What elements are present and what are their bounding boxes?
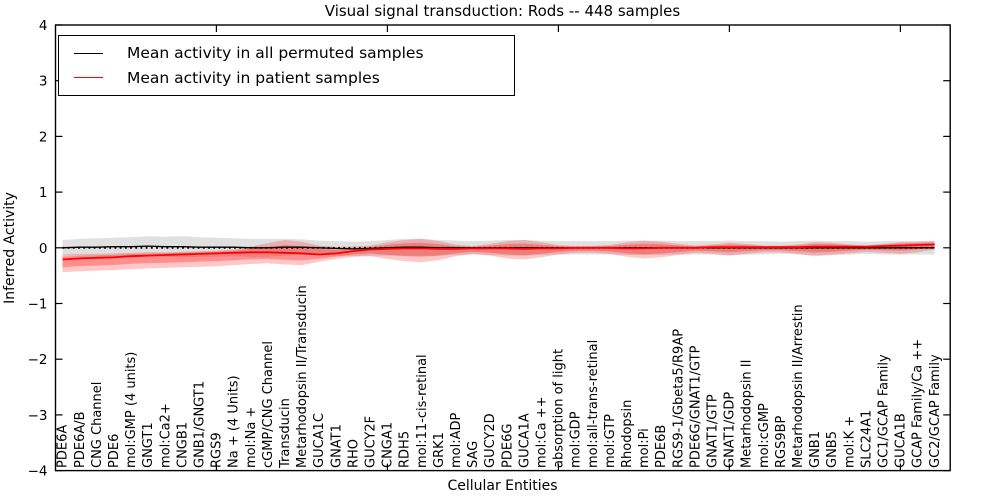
entity-label: mol:Pi — [637, 428, 652, 468]
entity-label: GRK1 — [432, 432, 447, 468]
entity-label: RGS9-1/Gbeta5/R9AP — [671, 329, 686, 468]
entity-label: RDH5 — [398, 431, 413, 468]
entity-label: GNB5 — [825, 431, 840, 468]
legend-label-patient: Mean activity in patient samples — [127, 68, 380, 87]
patient-band-inner — [62, 242, 935, 268]
x-axis-label: Cellular Entities — [447, 478, 558, 494]
legend: Mean activity in all permuted samples Me… — [58, 35, 515, 96]
legend-line-patient-swatch — [74, 77, 103, 79]
entity-label: mol:all-trans-retinal — [586, 340, 601, 468]
y-tick-label: −4 — [28, 464, 48, 480]
entity-label: GC1/GCAP Family — [877, 354, 892, 468]
entity-label: mol:cGMP — [757, 403, 772, 468]
entity-label: mol:GDP — [569, 411, 584, 468]
entity-label: mol:ADP — [449, 412, 464, 468]
y-tick-label: −1 — [28, 297, 48, 313]
entity-label: RGS9 — [210, 432, 225, 468]
y-tick-label: −2 — [28, 352, 48, 368]
entity-label: cGMP/CNG Channel — [261, 341, 276, 468]
entity-label: GNB1 — [808, 431, 823, 468]
entity-label: mol:11-cis-retinal — [415, 354, 430, 468]
entity-label: RGS9BP — [774, 415, 789, 468]
entity-label: GUCA1C — [312, 413, 327, 468]
entity-label: Na + (4 Units) — [227, 375, 242, 468]
entity-label: GNAT1/GDP — [723, 392, 738, 468]
entity-label: GNB1/GNGT1 — [193, 381, 208, 468]
entity-label: mol:GTP — [603, 414, 618, 468]
entity-label: absorption of light — [552, 349, 567, 468]
entity-label: GNAT1/GTP — [706, 394, 721, 468]
entity-label: PDE6A/B — [73, 411, 88, 468]
entity-label: RHO — [346, 439, 361, 468]
entity-label: mol:Na + — [244, 407, 259, 468]
legend-label-permuted: Mean activity in all permuted samples — [127, 44, 424, 63]
legend-item-patient: Mean activity in patient samples — [59, 66, 514, 90]
y-tick-label: 0 — [39, 241, 48, 257]
entity-label: mol:K + — [842, 416, 857, 468]
entity-label: Rhodopsin — [620, 400, 635, 468]
entity-label: Metarhodopsin II — [740, 360, 755, 468]
chart-title: Visual signal transduction: Rods -- 448 … — [324, 2, 681, 20]
entity-label: GCAP Family/Ca ++ — [911, 339, 926, 468]
entity-label: GUCY2F — [364, 416, 379, 468]
y-tick-label: 1 — [39, 185, 48, 201]
y-tick-label: 4 — [39, 18, 48, 34]
entity-label: mol:Ca ++ — [535, 396, 550, 468]
entity-label: GUCA1B — [894, 413, 909, 468]
entity-label: GNGT1 — [141, 422, 156, 468]
y-tick-label: 2 — [39, 129, 48, 145]
entity-label: CNG Channel — [90, 382, 105, 468]
entity-label: GC2/GCAP Family — [928, 354, 943, 468]
entity-label: PDE6G/GNAT1/GTP — [688, 345, 703, 468]
y-tick-label: −3 — [28, 408, 48, 424]
entity-label: CNGB1 — [175, 422, 190, 468]
entity-label: CNGA1 — [381, 422, 396, 468]
entity-label: PDE6A — [56, 425, 71, 468]
y-axis-label: Inferred Activity — [2, 192, 18, 304]
entity-label: Transducin — [278, 398, 293, 469]
patient-mean-line — [62, 243, 935, 261]
entity-label: Metarhodopsin II/Transducin — [295, 285, 310, 468]
legend-item-permuted: Mean activity in all permuted samples — [59, 41, 514, 65]
legend-line-permuted-swatch — [74, 52, 103, 54]
entity-label: mol:GMP (4 units) — [124, 352, 139, 468]
entity-label: SAG — [466, 441, 481, 468]
y-tick-label: 3 — [39, 74, 48, 90]
entity-label: PDE6 — [107, 434, 122, 468]
entity-label: GUCY2D — [483, 413, 498, 468]
entity-label: PDE6B — [654, 425, 669, 468]
entity-label: Metarhodopsin II/Arrestin — [791, 304, 806, 468]
entity-label: GUCA1A — [517, 413, 532, 468]
entity-label: PDE6G — [500, 424, 515, 468]
entity-label: GNAT1 — [329, 424, 344, 468]
entity-label: SLC24A1 — [859, 410, 874, 468]
entity-label: mol:Ca2+ — [158, 403, 173, 468]
